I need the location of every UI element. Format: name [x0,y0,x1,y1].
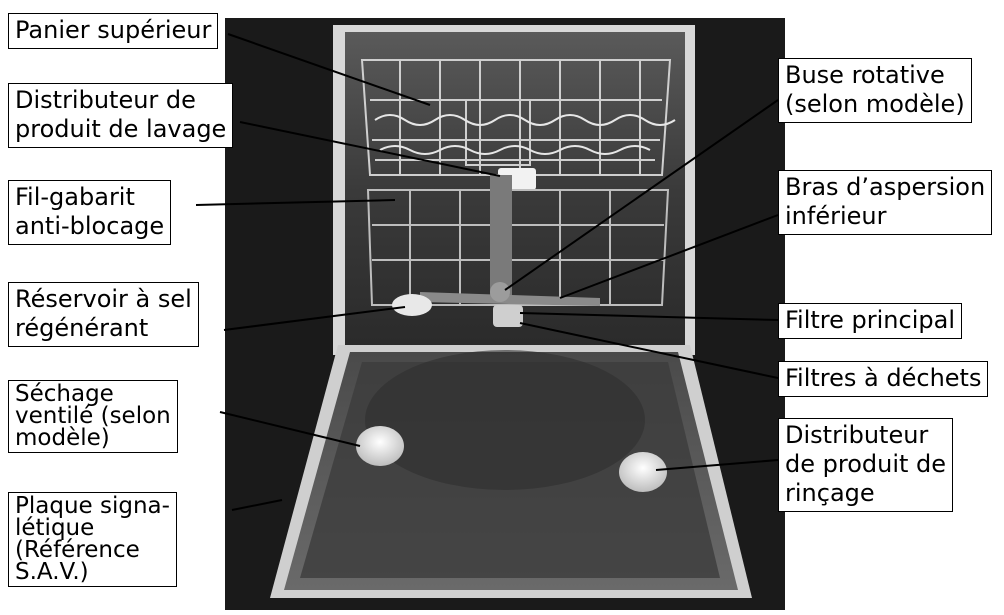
leader-fil-gabarit [195,199,396,206]
label-sechage: Séchage ventilé (selon modèle) [8,380,178,453]
lower-spray-arm [420,292,600,306]
filter-unit [493,305,523,327]
leader-filtre-principal [519,312,779,321]
label-fil-gabarit: Fil-gabarit anti-blocage [8,180,172,245]
label-distributeur-lavage: Distributeur de produit de lavage [8,83,234,148]
leader-plaque [231,499,283,511]
leader-reservoir [223,306,406,331]
leader-distributeur-lavage [239,121,501,177]
center-tube [490,175,512,295]
label-bras-aspersion: Bras d’aspersion inférieur [778,170,993,235]
label-buse-rotative: Buse rotative (selon modèle) [778,58,972,123]
leader-rincage [655,459,779,471]
leader-panier [227,33,431,106]
rinse-aid-cap [619,452,667,492]
label-filtres-dechets: Filtres à déchets [778,361,989,397]
leader-bras [559,214,779,299]
label-panier-superieur: Panier supérieur [8,13,219,49]
vent-cap [356,426,404,466]
leader-lines [195,33,779,511]
label-distributeur-rincage: Distributeur de produit de rinçage [778,418,954,512]
leader-buse [504,99,779,291]
label-plaque: Plaque signa- létique (Référence S.A.V.) [8,492,177,587]
salt-reservoir [392,294,432,316]
label-filtre-principal: Filtre principal [778,303,962,339]
rotating-nozzle [490,282,510,302]
leader-sechage [219,411,361,447]
leader-filtres-dechets [519,322,779,379]
label-reservoir-sel: Réservoir à sel régénérant [8,282,199,347]
